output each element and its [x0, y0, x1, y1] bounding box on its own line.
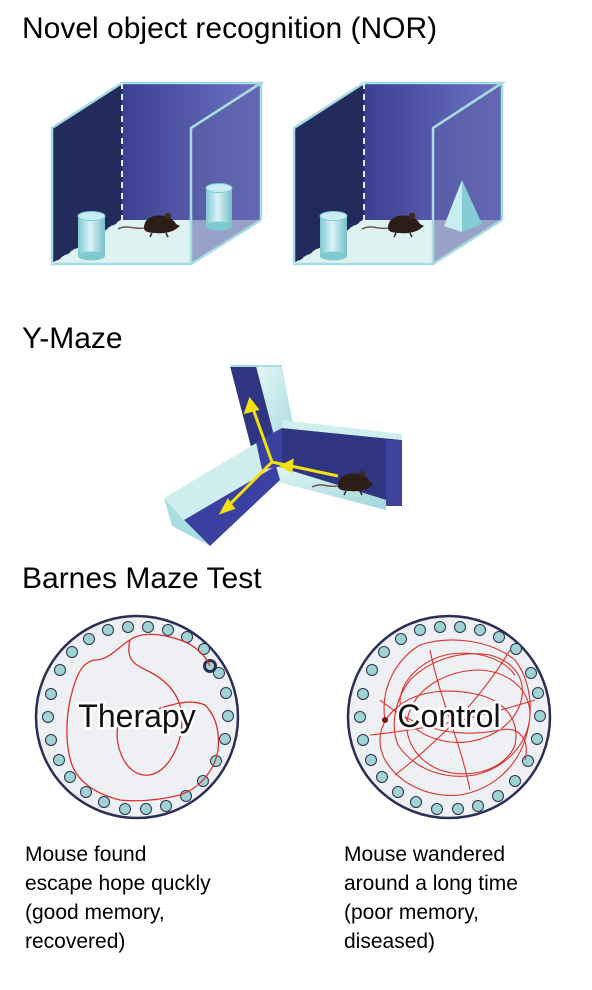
cylinder-object-left [77, 211, 106, 261]
caption-line: Mouse found [25, 843, 147, 866]
barnes-section-title: Barnes Maze Test [22, 562, 262, 595]
cylinder-object-right [205, 183, 233, 231]
nor-box-novel [292, 81, 507, 266]
caption-line: recovered) [25, 930, 126, 953]
caption-line: Mouse wandered [344, 843, 506, 866]
barnes-plate-control: Control [346, 614, 552, 820]
caption-line: diseased) [344, 930, 436, 953]
caption-line: (poor memory, [344, 901, 479, 924]
caption-line: (good memory, [25, 901, 165, 924]
therapy-label: Therapy [78, 698, 195, 734]
barnes-plate-therapy: Therapy [34, 614, 240, 820]
mouse-path [369, 639, 536, 796]
caption-line: escape hope quckly [25, 872, 211, 895]
start-point [382, 717, 388, 723]
therapy-caption: Mouse found escape hope quckly (good mem… [25, 840, 211, 956]
path-arrows [218, 396, 339, 515]
control-label: Control [397, 698, 500, 734]
escape-holes [354, 621, 546, 815]
pyramid-object [444, 180, 482, 232]
mouse-path [66, 633, 220, 802]
ymaze-section-title: Y-Maze [22, 322, 123, 355]
cylinder-object [319, 211, 348, 261]
nor-box-familiar [50, 81, 266, 266]
nor-section-title: Novel object recognition (NOR) [22, 12, 438, 45]
caption-line: around a long time [344, 872, 518, 895]
y-maze [164, 365, 402, 546]
control-caption: Mouse wandered around a long time (poor … [344, 840, 518, 956]
